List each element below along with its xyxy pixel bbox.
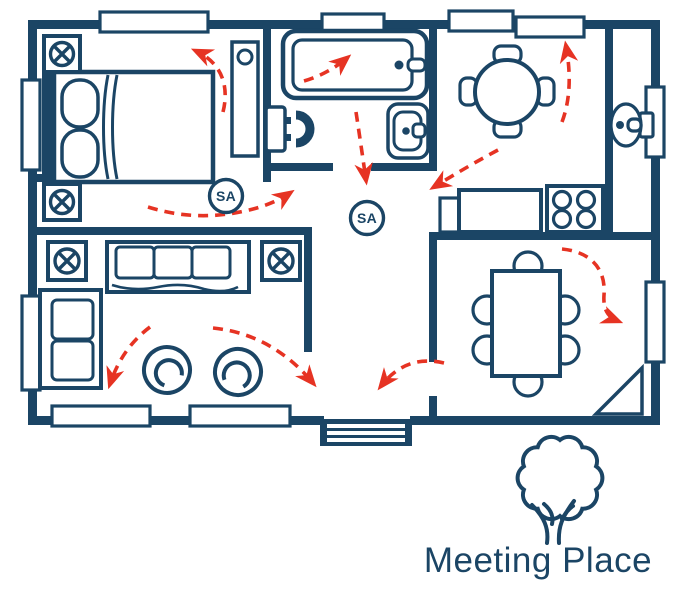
front-door: [320, 419, 412, 446]
escape-routes: [106, 40, 624, 391]
wall-left: [28, 20, 37, 425]
wall-kitchen-dining: [429, 232, 660, 240]
smoke-alarm-label: SA: [357, 210, 377, 226]
window-livingroom-bottom-b: [188, 404, 292, 428]
route-kitchen-to-window: [559, 40, 579, 123]
tub-drain: [394, 60, 404, 70]
loveseat: [38, 288, 103, 390]
burner: [551, 208, 573, 230]
window-bedroom-left: [20, 78, 42, 172]
door-knob-icon: [609, 102, 655, 148]
route-dining-to-front-door: [377, 359, 445, 391]
wall-bathroom-kitchen: [429, 20, 437, 170]
wardrobe: [230, 40, 260, 158]
dining-table: [490, 269, 562, 378]
bathtub: [280, 28, 430, 101]
route-dining-to-window: [561, 247, 624, 324]
smoke-alarm-badge: SA: [207, 177, 245, 215]
cushion: [190, 245, 232, 280]
window-kitchen-top-a: [447, 9, 515, 33]
tree-crown: [515, 434, 605, 522]
wall-livingroom-right: [304, 227, 312, 352]
boxed-circled-x-icon: [42, 34, 82, 74]
wall-kitchen-entry: [605, 20, 613, 240]
cushion: [152, 245, 194, 280]
route-bathroom-to-hall: [354, 111, 373, 186]
wardrobe-knob: [236, 48, 254, 66]
pillow: [60, 78, 100, 129]
blanket-fold: [102, 74, 110, 180]
cushion: [50, 298, 95, 341]
pillow: [60, 128, 100, 179]
route-bathtub-to-window: [303, 54, 352, 83]
boxed-circled-x-icon: [46, 240, 88, 282]
burner: [551, 189, 573, 211]
toilet-tank: [264, 105, 287, 153]
window-kitchen-top-b: [514, 15, 586, 39]
tree-icon: [515, 434, 605, 545]
sink-drain: [402, 127, 410, 135]
boxed-circled-x-icon: [260, 240, 302, 282]
smoke-alarm-label: SA: [216, 188, 236, 204]
dining-table-set: [471, 250, 581, 398]
route-living-to-window: [106, 325, 152, 390]
tub-faucet: [406, 57, 427, 73]
wall-bedroom-bathroom: [263, 20, 271, 182]
burner: [575, 208, 597, 230]
armchair: [213, 347, 263, 397]
bed-headboard: [42, 70, 55, 184]
window-bedroom-top: [98, 10, 210, 34]
route-living-to-front-door: [212, 326, 317, 388]
armchair: [142, 345, 192, 395]
wall-dining-left: [429, 240, 437, 362]
route-kitchen-to-hall: [429, 148, 499, 190]
window-dining-right: [644, 280, 666, 364]
wall-right: [651, 20, 660, 425]
round-table: [473, 58, 541, 126]
toilet: [264, 105, 315, 153]
tree-trunk: [530, 499, 576, 545]
window-livingroom-bottom-a: [50, 404, 152, 428]
window-livingroom-left: [20, 294, 42, 392]
blanket-fold: [111, 74, 119, 180]
wall-bottom-left-segment: [28, 416, 324, 425]
exit-markers: [42, 34, 302, 282]
cushion: [50, 339, 95, 382]
bathroom-sink: [386, 102, 430, 160]
sofa: [105, 240, 251, 294]
wall-bathroom-bottom-left: [263, 163, 333, 171]
wall-livingroom-top: [28, 227, 312, 235]
wall-dining-left-stub: [429, 396, 437, 418]
sink-faucet: [411, 122, 427, 139]
bed: [42, 69, 216, 185]
corner-stand: [591, 363, 644, 416]
kitchen-table-set: [458, 44, 556, 139]
smoke-alarm-badge: SA: [348, 199, 386, 237]
kitchen-counter: [438, 188, 543, 234]
wall-bottom-right-segment: [410, 416, 660, 425]
toilet-bowl: [295, 110, 315, 148]
stove: [545, 184, 605, 234]
cushion: [114, 245, 156, 280]
meeting-place-label: Meeting Place: [423, 541, 653, 580]
wall-bathroom-bottom-right: [371, 163, 437, 171]
boxed-circled-x-icon: [42, 182, 82, 222]
route-bedroom-to-window: [190, 48, 227, 113]
burner: [575, 189, 597, 211]
route-bedroom-to-hall: [147, 189, 295, 218]
